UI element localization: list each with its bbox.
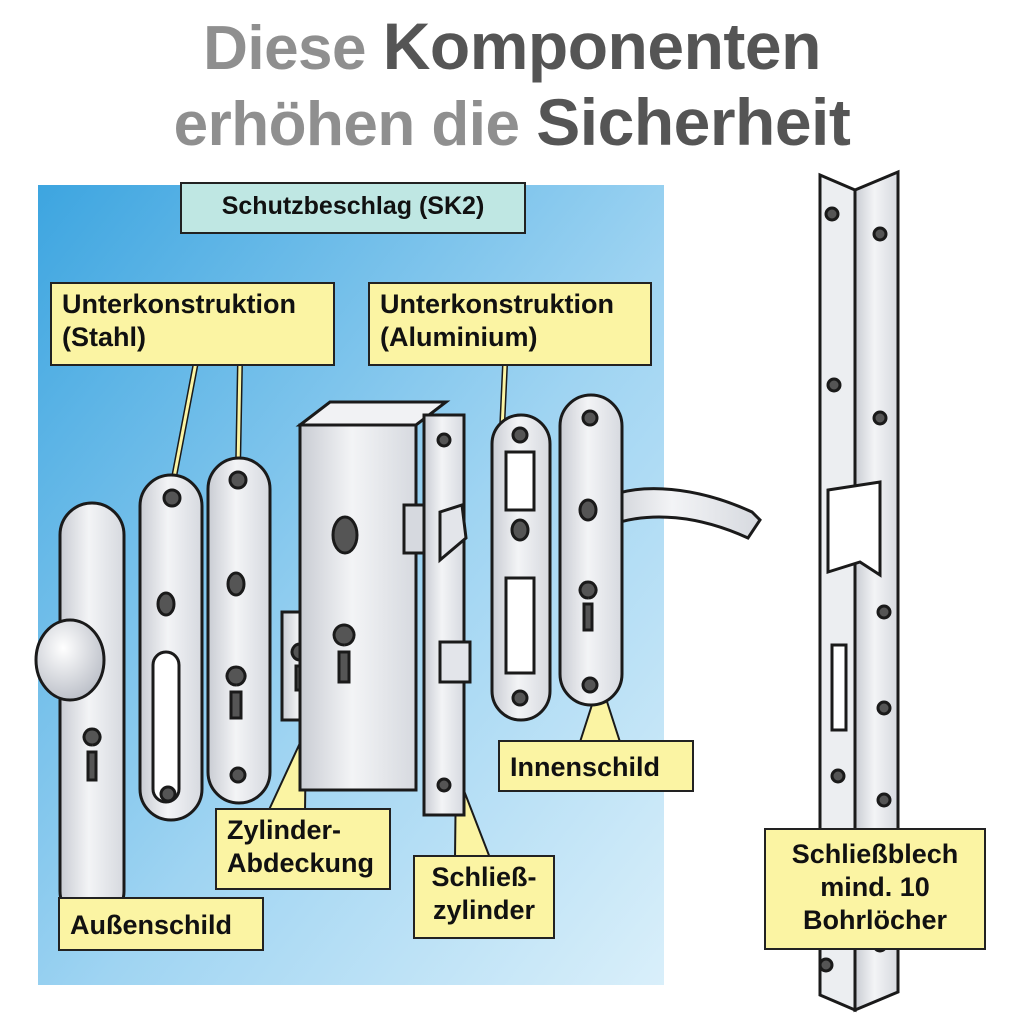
schliesszylinder-part (422, 413, 472, 817)
dead-bolt (438, 640, 472, 684)
label-alu-line-1: Unterkonstruktion (380, 289, 615, 319)
label-schliessblech-line-3: Bohrlöcher (802, 905, 948, 935)
knob (34, 618, 106, 702)
aluminium-plate-hole-mid (510, 518, 530, 542)
label-unterkonstruktion-stahl: Unterkonstruktion (Stahl) (50, 282, 335, 366)
label-schliessblech-line-2: mind. 10 (820, 872, 930, 902)
schliessblech-hole-7 (830, 768, 846, 784)
title-word-diese: Diese (203, 14, 367, 83)
label-schutzbeschlag: Schutzbeschlag (SK2) (180, 182, 526, 234)
aussenschild-plate (58, 501, 126, 925)
label-schliesszylinder-line-1: Schließ- (431, 862, 537, 892)
schliessblech-bolt-opening (830, 643, 848, 732)
leader-alu-fill (500, 363, 507, 432)
stahl-plate-2 (206, 456, 272, 805)
schliessblech-hole-6 (876, 700, 892, 716)
innenschild-part (558, 393, 762, 707)
stahl-plate-1 (138, 473, 204, 822)
title-words-erhoehen-die: erhöhen die (173, 90, 520, 159)
label-alu-line-2: (Aluminium) (380, 322, 538, 352)
latch-bolt (438, 503, 468, 564)
lock-body-keyhole (332, 623, 356, 684)
stahl-plate-2-body (206, 456, 272, 805)
lock-body-bolt-stub-1 (402, 503, 426, 555)
label-innenschild-text: Innenschild (510, 752, 661, 782)
title-word-komponenten: Komponenten (382, 9, 822, 83)
leader-lines-fill (170, 360, 507, 490)
stahl-plate-2-hole-mid (226, 571, 246, 597)
aluminium-plate-window-top (504, 450, 536, 512)
innenschild-spindle (578, 498, 598, 522)
leader-stahl-2-fill (236, 360, 242, 472)
label-zylinder-line-2: Abdeckung (227, 848, 375, 878)
label-stahl-line-2: (Stahl) (62, 322, 146, 352)
schliessblech-hole-8 (876, 792, 892, 808)
label-schliesszylinder-line-2: zylinder (432, 895, 536, 925)
label-zylinder-line-1: Zylinder- (227, 815, 342, 845)
lock-body-spindle-hole (331, 515, 359, 555)
schliessblech-hole-3 (826, 377, 842, 393)
label-schliesszylinder: Schließ- zylinder (413, 855, 555, 939)
innenschild-plate (558, 393, 624, 707)
schliessblech-hole-9 (818, 957, 834, 973)
label-unterkonstruktion-aluminium: Unterkonstruktion (Aluminium) (368, 282, 652, 366)
schliessblech-hole-2 (872, 226, 888, 242)
stahl-plate-2-hole-bottom (229, 766, 247, 784)
schliessblech-part (818, 169, 900, 1013)
stahl-plate-1-hole-top (162, 488, 182, 508)
innenschild-keyhole (578, 580, 598, 632)
aluminium-plate (490, 413, 552, 722)
leader-stahl-1-fill (170, 360, 198, 490)
label-innenschild: Innenschild (498, 740, 694, 792)
label-aussenschild-text: Außenschild (70, 910, 233, 940)
faceplate-screw-top (436, 432, 452, 448)
schliessblech-latch-opening (826, 480, 882, 578)
schliessblech-hole-5 (876, 604, 892, 620)
label-stahl-line-1: Unterkonstruktion (62, 289, 297, 319)
schliessblech-hole-1 (824, 206, 840, 222)
schliessblech-hole-4 (872, 410, 888, 426)
title-line-2: erhöhen die Sicherheit (0, 84, 1024, 163)
label-schliessblech-line-1: Schließblech (791, 839, 959, 869)
faceplate-screw-bottom (436, 777, 452, 793)
title-line-1: Diese Komponenten (0, 8, 1024, 87)
innenschild-hole-top (581, 409, 599, 427)
aussenschild-keyhole (82, 727, 102, 782)
label-zylinder-abdeckung: Zylinder- Abdeckung (215, 808, 391, 890)
aluminium-plate-hole-top (511, 426, 529, 444)
label-schliessblech: Schließblech mind. 10 Bohrlöcher (764, 828, 986, 950)
aluminium-plate-hole-bottom (511, 689, 529, 707)
stahl-plate-1-hole-bottom (159, 785, 177, 803)
aussenschild-part (34, 501, 126, 925)
stahl-plate-1-hole-mid (156, 591, 176, 617)
door-handle (598, 487, 762, 540)
stahl-plate-2-hole-top (228, 470, 248, 490)
title-word-sicherheit: Sicherheit (536, 85, 851, 159)
lock-body (295, 400, 451, 792)
stahl-plate-1-slot (151, 650, 181, 804)
innenschild-hole-bottom (581, 676, 599, 694)
lock-body-front (298, 423, 418, 792)
faceplate (422, 413, 466, 817)
stahl-plate-2-keyhole (225, 665, 247, 720)
aluminium-plate-window-bottom (504, 576, 536, 675)
label-aussenschild: Außenschild (58, 897, 264, 951)
label-schutzbeschlag-text: Schutzbeschlag (SK2) (221, 192, 485, 220)
